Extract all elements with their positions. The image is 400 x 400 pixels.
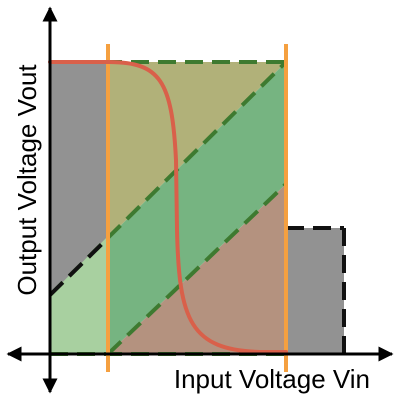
dashed-diagonal-lower xyxy=(106,182,288,356)
x-axis-label: Input Voltage Vin xyxy=(174,364,370,394)
light-green-region xyxy=(50,236,108,354)
dashed-diagonal-upper-black xyxy=(48,236,110,297)
gray-region-right xyxy=(286,228,344,354)
green-region xyxy=(108,62,286,354)
transfer-curve xyxy=(48,60,288,354)
y-axis-label: Output Voltage Vout xyxy=(12,64,42,296)
